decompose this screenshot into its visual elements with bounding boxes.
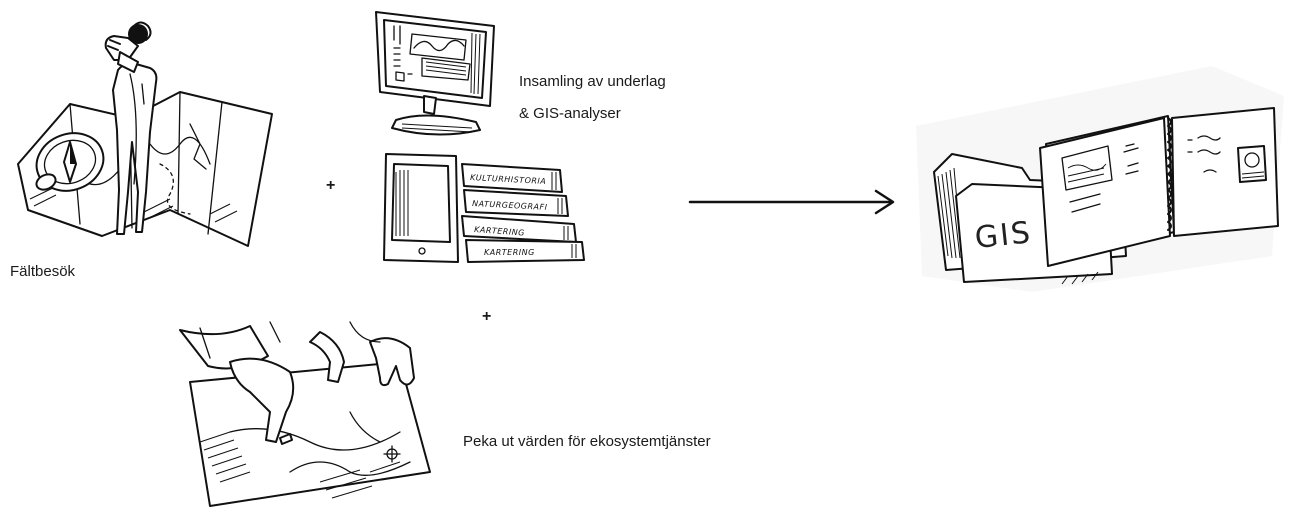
svg-text:KARTERING: KARTERING [484, 248, 535, 257]
book-stack-icon: KULTURHISTORIA NATURGEOGRAFI KARTERING K… [461, 163, 585, 263]
tablet-icon [383, 153, 459, 263]
svg-text:KARTERING: KARTERING [474, 225, 525, 238]
plus-sign-bottom: + [482, 308, 492, 325]
gis-folder-report-illustration: GIS [912, 56, 1290, 296]
plus-sign-left: + [326, 177, 336, 194]
svg-text:NATURGEOGRAFI: NATURGEOGRAFI [472, 199, 548, 212]
tablet-and-books-illustration: KULTURHISTORIA NATURGEOGRAFI KARTERING K… [378, 150, 590, 268]
open-notebook-icon [1039, 107, 1279, 267]
point-out-caption: Peka ut värden för ekosystemtjänster [463, 433, 711, 450]
compass-icon [35, 132, 105, 192]
field-visit-illustration [10, 14, 275, 254]
field-visit-caption: Fältbesök [10, 263, 76, 280]
collection-caption-line2: & GIS-analyser [519, 105, 621, 122]
map-marker-icon [383, 445, 401, 463]
svg-text:KULTURHISTORIA: KULTURHISTORIA [470, 173, 547, 186]
person-with-binoculars-icon [104, 21, 158, 235]
collection-caption-line1: Insamling av underlag [519, 73, 666, 90]
right-arrow-icon [688, 189, 900, 215]
svg-text:GIS: GIS [973, 215, 1033, 256]
hands-pointing-map-illustration [170, 321, 440, 508]
computer-monitor-icon [372, 8, 502, 140]
